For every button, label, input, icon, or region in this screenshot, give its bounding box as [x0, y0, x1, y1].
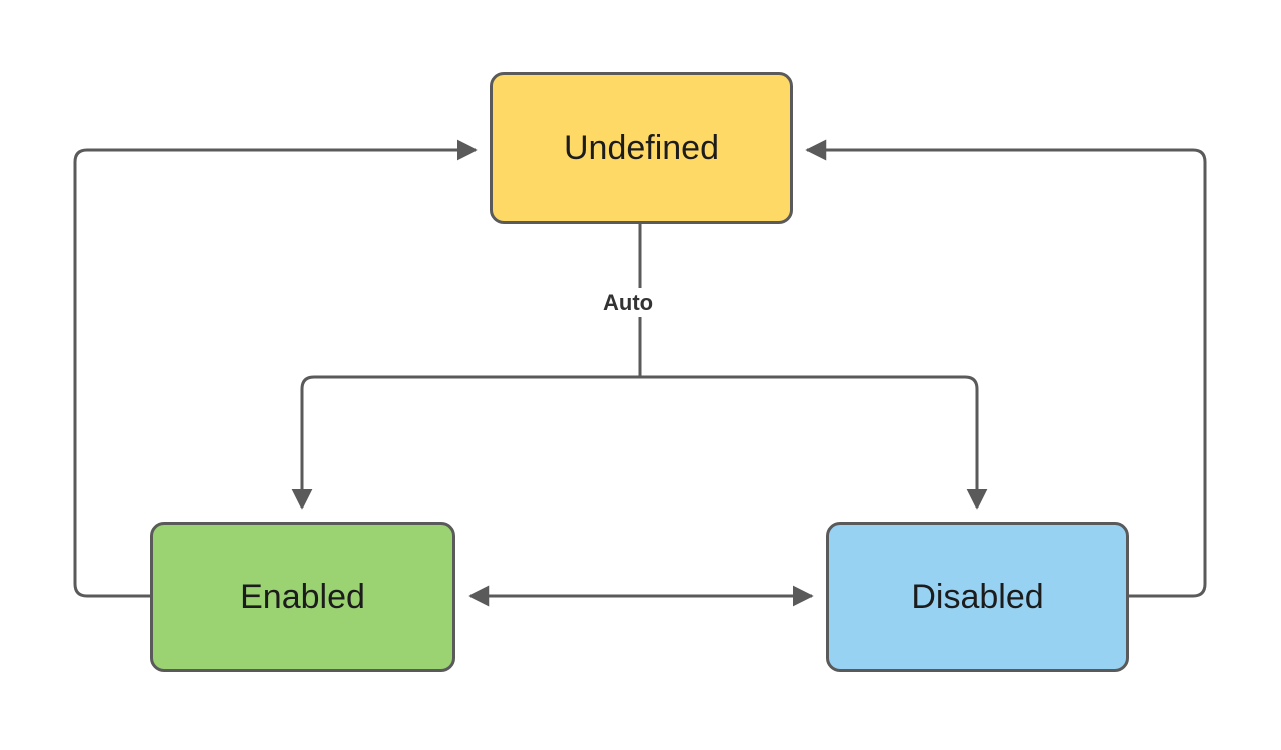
state-node-enabled[interactable]: Enabled [150, 522, 455, 672]
edge-undefined-to-disabled [640, 375, 988, 510]
edge-label-auto: Auto [597, 288, 660, 318]
state-node-enabled-label: Enabled [240, 578, 365, 616]
edge-disabled-to-undefined [805, 139, 1207, 598]
state-node-disabled[interactable]: Disabled [826, 522, 1129, 672]
state-node-undefined[interactable]: Undefined [490, 72, 793, 224]
edge-enabled-to-undefined [73, 139, 478, 598]
edge-undefined-to-enabled [291, 375, 640, 510]
state-node-disabled-label: Disabled [911, 578, 1044, 616]
state-node-undefined-label: Undefined [563, 129, 719, 167]
